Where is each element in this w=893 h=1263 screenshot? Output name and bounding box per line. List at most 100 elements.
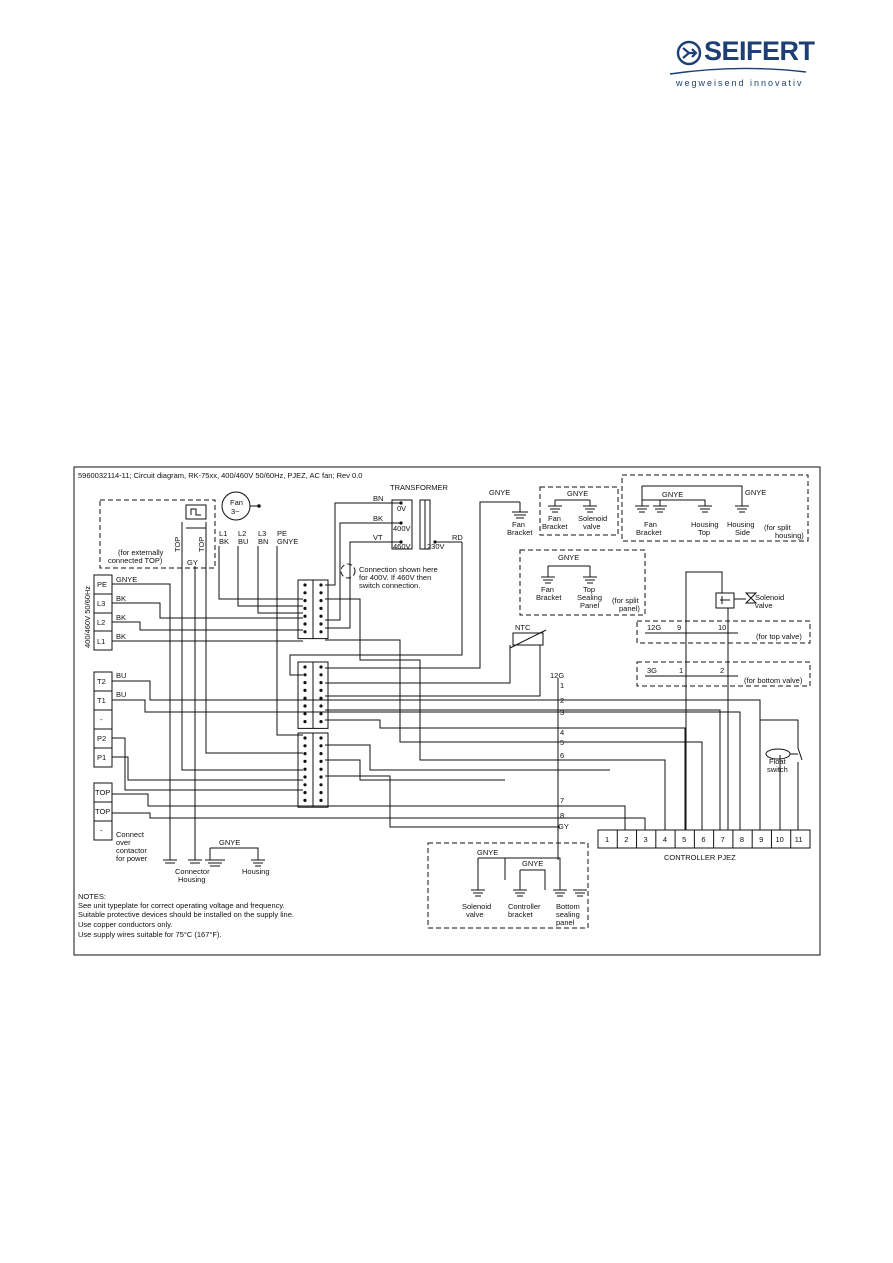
note-3: Use copper conductors only.: [78, 920, 173, 929]
box2-note-2: housing): [775, 531, 804, 540]
box3-top-2: Sealing: [577, 593, 602, 602]
bus-gy: GY: [558, 822, 569, 831]
transformer-wire-vt: VT: [373, 533, 383, 542]
bottom-valve-box: 3G 1 2 (for bottom valve): [636, 661, 811, 687]
terminal-screw: [303, 791, 307, 795]
fan-color-bk: BK: [219, 537, 229, 546]
ntc-label: NTC: [515, 623, 531, 632]
box1-item2-a: Solenoid: [578, 514, 607, 523]
bottom-valve-2: 2: [720, 666, 724, 675]
box2-fan-bracket-1: Fan: [644, 520, 657, 529]
bus-4: 4: [560, 728, 564, 737]
terminal-top-dash: -: [100, 826, 103, 835]
terminal-screw: [303, 673, 307, 677]
connect-note-3: contactor: [116, 846, 147, 855]
float-switch-2: switch: [767, 765, 788, 774]
box2-gnye-1: GNYE: [662, 490, 683, 499]
terminal-dash: -: [100, 715, 103, 724]
terminal-screw: [319, 591, 323, 595]
terminal-screw: [319, 783, 323, 787]
solenoid-label-2: valve: [755, 601, 773, 610]
terminal-screw: [303, 783, 307, 787]
wiring: [112, 501, 799, 860]
wire-bu-t2: BU: [116, 671, 126, 680]
connector-housing-1: Connector: [175, 867, 210, 876]
terminal-screw: [319, 622, 323, 626]
box2-fan-bracket-2: Bracket: [636, 528, 662, 537]
controller-terminal-6: 6: [701, 835, 705, 844]
terminal-screw: [319, 752, 323, 756]
terminal-screw: [319, 614, 323, 618]
terminal-screw: [303, 767, 307, 771]
terminal-screw: [319, 704, 323, 708]
fan-bracket-2: Bracket: [507, 528, 533, 537]
box2-housing-top-1: Housing: [691, 520, 719, 529]
box4-bottom-1: Bottom: [556, 902, 580, 911]
top-valve-9: 9: [677, 623, 681, 632]
bottom-valve-1: 1: [679, 666, 683, 675]
bus-1: 1: [560, 681, 564, 690]
transformer-wire-bn: BN: [373, 494, 383, 503]
fan-bracket-1: Fan: [512, 520, 525, 529]
terminal-screw: [303, 704, 307, 708]
terminal-screw: [319, 606, 323, 611]
tap-400v: 400V: [393, 524, 411, 533]
connector-gnye: GNYE: [219, 838, 240, 847]
wire-bu-t1: BU: [116, 690, 126, 699]
terminal-screw: [319, 665, 323, 669]
fan-lead-l1: L1: [219, 529, 227, 538]
terminal-screw: [303, 759, 307, 764]
controller-terminal-11: 11: [795, 835, 803, 844]
terminal-screw: [303, 736, 307, 740]
fan-bracket-ground: GNYE Fan Bracket: [489, 488, 533, 537]
bus-2: 2: [560, 696, 564, 705]
box3-top-1: Top: [583, 585, 595, 594]
wire-gnye: GNYE: [116, 575, 137, 584]
terminal-screw: [303, 798, 307, 803]
note-4: Use supply wires suitable for 75°C (167°…: [78, 930, 222, 939]
terminal-screw: [319, 744, 323, 748]
box1-item1-a: Fan: [548, 514, 561, 523]
connect-note-1: Connect: [116, 830, 145, 839]
terminal-l2: L2: [97, 618, 105, 627]
fan-color-bu: BU: [238, 537, 248, 546]
ground-box-fan-solenoid: GNYE Fan Bracket Solenoid valve: [539, 486, 619, 536]
top-label-left: TOP: [173, 537, 182, 552]
brand-name: SEIFERT: [704, 36, 815, 66]
bus-7: 7: [560, 796, 564, 805]
controller-label: CONTROLLER PJEZ: [664, 853, 736, 862]
ground-box-bottom: GNYE GNYE Solenoid valve Controller brac…: [427, 842, 589, 929]
bus-labels: 12G 1 2 3 4 5 6 7 8 GY: [550, 671, 569, 831]
box2-housing-side-2: Side: [735, 528, 750, 537]
terminal-screw: [319, 720, 323, 724]
housing-grounds: GNYE Connector Housing Housing: [163, 838, 270, 884]
box1-item1-b: Bracket: [542, 522, 568, 531]
note-1: See unit typeplate for correct operating…: [78, 901, 285, 910]
box3-top-3: Panel: [580, 601, 600, 610]
wire-bk-l1: BK: [116, 632, 126, 641]
terminal-screw: [319, 681, 323, 685]
wire-bk-l3: BK: [116, 594, 126, 603]
terminal-screw: [303, 696, 307, 700]
controller-terminal-1: 1: [605, 835, 609, 844]
transformer-wire-bk: BK: [373, 514, 383, 523]
terminal-screw: [303, 606, 307, 611]
terminal-screw: [303, 591, 307, 595]
box3-fan-1: Fan: [541, 585, 554, 594]
box4-gnye-2: GNYE: [522, 859, 543, 868]
box2-note-1: (for split: [764, 523, 792, 532]
terminal-screw: [303, 583, 307, 587]
terminal-screw: [303, 720, 307, 724]
external-top-box: TOP TOP GY (for externally connected TOP…: [99, 499, 216, 578]
fan-lead-l3: L3: [258, 529, 266, 538]
terminal-screw: [319, 798, 323, 803]
box3-note-1: (for split: [612, 596, 640, 605]
terminal-screw: [303, 744, 307, 748]
terminal-top-1: TOP: [95, 788, 110, 797]
terminal-l3: L3: [97, 599, 105, 608]
connect-note-4: for power: [116, 854, 148, 863]
connection-note-3: switch connection.: [359, 581, 420, 590]
bus-8: 8: [560, 811, 564, 820]
